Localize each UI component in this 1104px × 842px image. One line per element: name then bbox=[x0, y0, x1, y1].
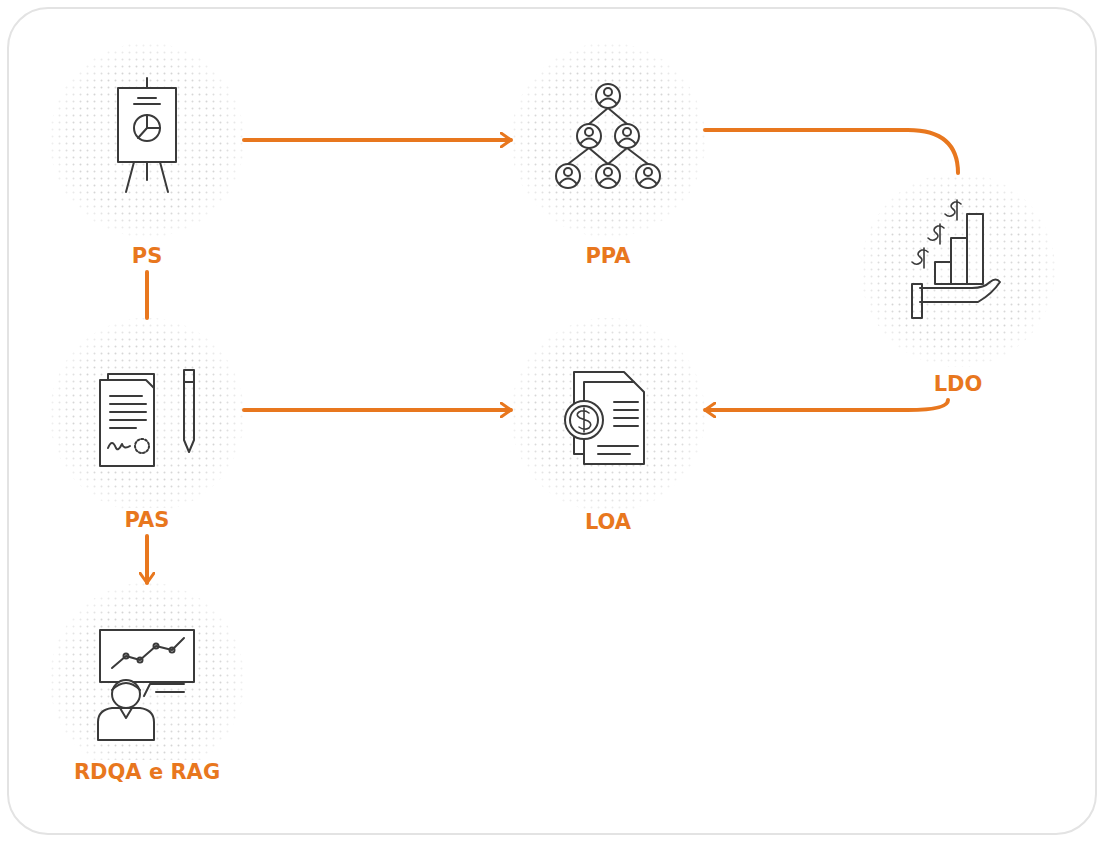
node-label: PPA bbox=[581, 244, 634, 268]
node-label: RDQA e RAG bbox=[70, 760, 224, 784]
dotted-discs bbox=[50, 43, 1055, 777]
report-presenter-icon bbox=[98, 630, 194, 740]
frame bbox=[8, 8, 1096, 834]
plan-node: LOA bbox=[511, 318, 705, 538]
flow-connector bbox=[705, 400, 948, 410]
org-chart-icon bbox=[556, 84, 660, 188]
plan-node: PAS bbox=[50, 318, 244, 536]
plan-node: LDO bbox=[861, 173, 1055, 400]
flow-connector bbox=[244, 408, 511, 412]
flow-connector bbox=[145, 536, 149, 583]
budget-growth-icon bbox=[912, 200, 1000, 318]
flow-connector bbox=[145, 272, 149, 318]
report-node: RDQA e RAG bbox=[50, 583, 244, 788]
signed-plan-icon bbox=[100, 370, 194, 466]
plan-node: PS bbox=[50, 43, 244, 272]
node-label: LDO bbox=[930, 372, 987, 396]
flow-connector bbox=[244, 138, 511, 142]
budget-document-icon bbox=[565, 372, 644, 464]
plan-node: PPA bbox=[511, 43, 705, 272]
node-label: LOA bbox=[581, 510, 635, 534]
flow-connector bbox=[705, 130, 958, 173]
node-label: PS bbox=[128, 244, 167, 268]
node-label: PAS bbox=[121, 508, 174, 532]
presentation-icon bbox=[118, 78, 176, 192]
